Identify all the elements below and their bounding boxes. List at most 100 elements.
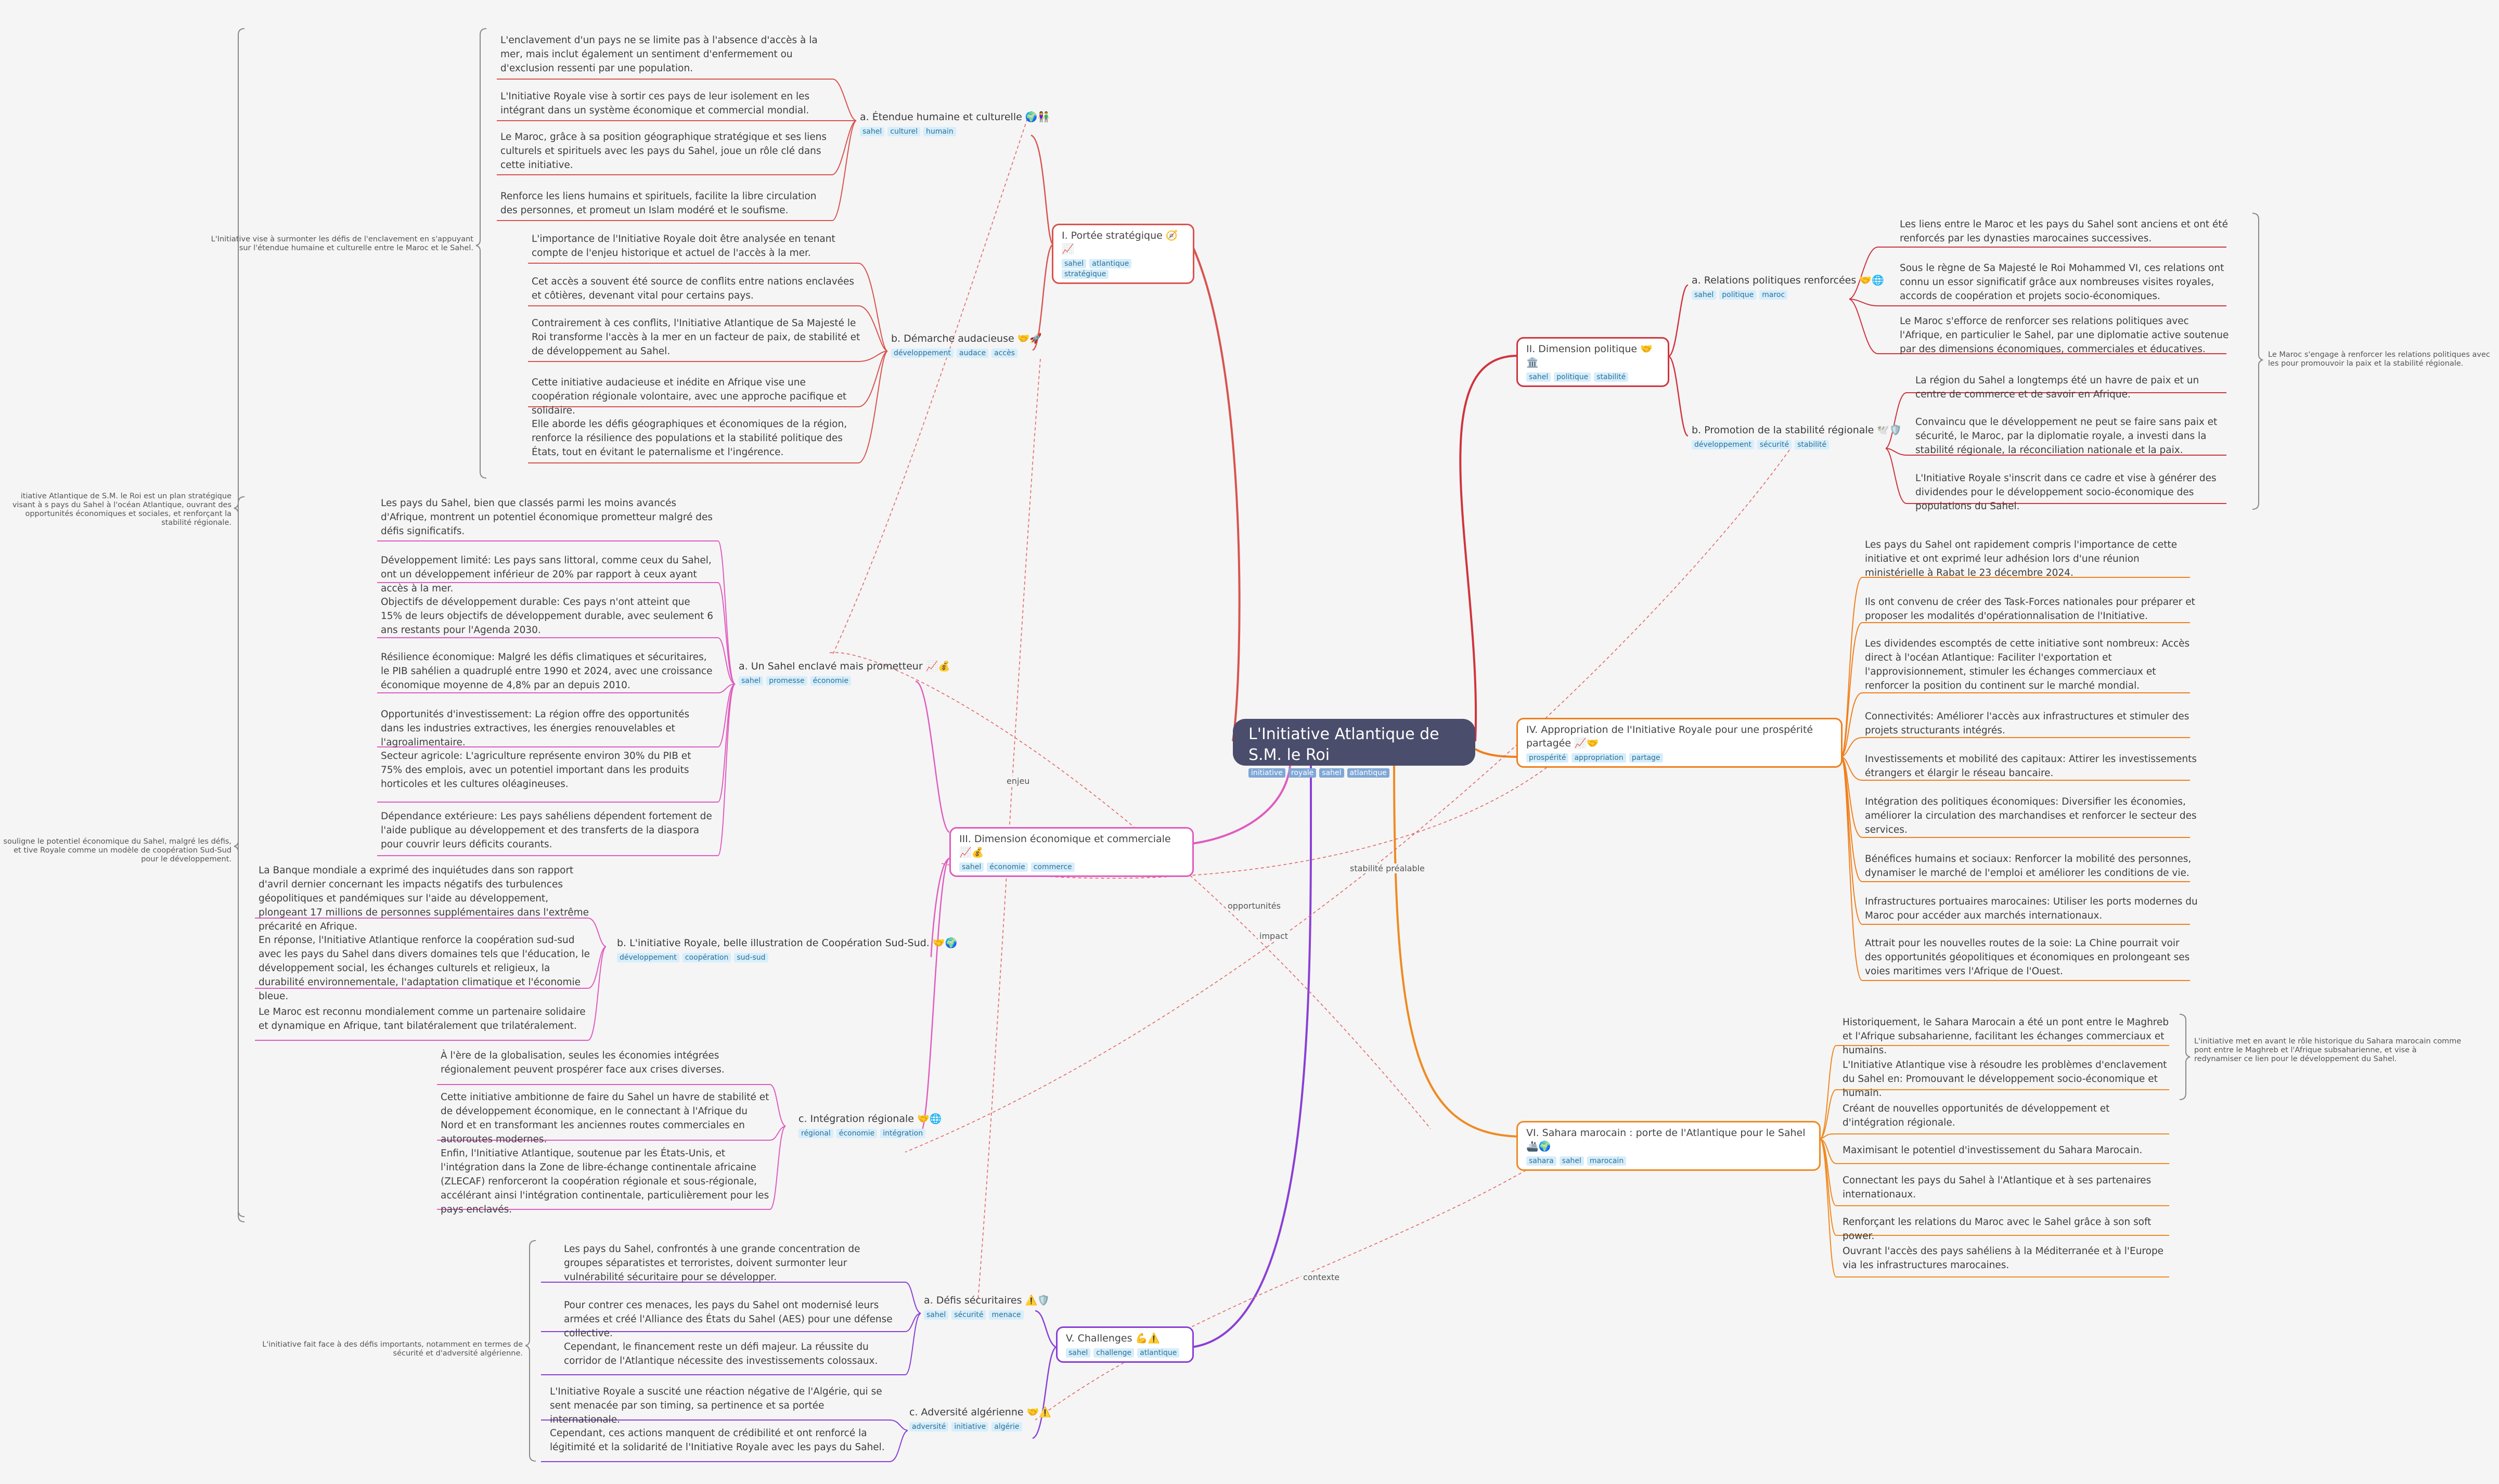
leaf: L'importance de l'Initiative Royale doit… <box>532 234 835 259</box>
leaf: Le Maroc, grâce à sa position géographiq… <box>500 132 827 171</box>
tag: royale <box>1288 768 1317 778</box>
leaf: Connectant les pays du Sahel à l'Atlanti… <box>1843 1175 2152 1200</box>
leaf: Sous le règne de Sa Majesté le Roi Moham… <box>1900 263 2224 302</box>
summary-b1: L'Initiative vise à surmonter les défis … <box>211 235 473 252</box>
topic-relations-politiques[interactable]: a. Relations politiques renforcées 🤝🌐 sa… <box>1692 274 1884 300</box>
leaf: L'Initiative Royale vise à sortir ces pa… <box>500 91 810 116</box>
topic-stabilite-regionale[interactable]: b. Promotion de la stabilité régionale 🕊… <box>1692 423 1902 449</box>
leaf: Pour contrer ces menaces, les pays du Sa… <box>564 1300 893 1339</box>
leaf: Bénéfices humains et sociaux: Renforcer … <box>1865 854 2192 879</box>
summary-b2: Le Maroc s'engage à renforcer les relati… <box>2268 351 2490 368</box>
leaf: L'Initiative Atlantique vise à résoudre … <box>1843 1060 2167 1099</box>
tag: commerce <box>1030 862 1075 872</box>
tag: coopération <box>682 953 731 962</box>
tag: économie <box>836 1129 878 1138</box>
topic-cooperation-sud-sud[interactable]: b. L'initiative Royale, belle illustrati… <box>617 936 957 962</box>
topic-title: a. Étendue humaine et culturelle 🌍👫 <box>860 111 1050 123</box>
leaf: Développement limité: Les pays sans litt… <box>381 555 712 594</box>
leaf: Renforçant les relations du Maroc avec l… <box>1843 1217 2152 1242</box>
tag: sahel <box>860 127 885 136</box>
tag: appropriation <box>1571 753 1626 763</box>
leaf: Intégration des politiques économiques: … <box>1865 796 2197 835</box>
branch-sahara-marocain[interactable]: VI. Sahara marocain : porte de l'Atlanti… <box>1516 1121 1821 1171</box>
leaf: Cependant, ces actions manquent de crédi… <box>550 1428 885 1453</box>
tag: algérie <box>991 1422 1022 1431</box>
leaf: Cette initiative ambitionne de faire du … <box>441 1092 769 1145</box>
tag: sahel <box>1692 290 1717 300</box>
leaf: Connectivités: Améliorer l'accès aux inf… <box>1865 711 2189 736</box>
tag: sahel <box>1559 1156 1584 1166</box>
leaf: Investissements et mobilité des capitaux… <box>1865 754 2197 779</box>
branch-appropriation[interactable]: IV. Appropriation de l'Initiative Royale… <box>1516 718 1843 768</box>
tag: prospérité <box>1526 753 1569 763</box>
summary-overall: itiative Atlantique de S.M. le Roi est u… <box>12 492 231 527</box>
leaf: Dépendance extérieure: Les pays sahélien… <box>381 811 712 850</box>
leaf: La région du Sahel a longtemps été un ha… <box>1915 375 2199 400</box>
tag: régional <box>798 1129 833 1138</box>
topic-title: b. L'initiative Royale, belle illustrati… <box>617 937 958 949</box>
tag: politique <box>1719 290 1757 300</box>
branch-title: IV. Appropriation de l'Initiative Royale… <box>1526 724 1813 749</box>
tag: atlantique <box>1137 1348 1180 1358</box>
topic-title: b. Démarche audacieuse 🤝🚀 <box>891 333 1042 344</box>
branch-title: III. Dimension économique et commerciale… <box>959 833 1171 858</box>
tag: sahara <box>1526 1156 1556 1166</box>
leaf: Cette initiative audacieuse et inédite e… <box>532 377 847 416</box>
leaf: Cet accès a souvent été source de confli… <box>532 276 855 301</box>
leaf: Cependant, le financement reste un défi … <box>564 1341 878 1366</box>
tag: promesse <box>766 676 807 686</box>
leaf: Infrastructures portuaires marocaines: U… <box>1865 896 2198 921</box>
leaf: À l'ère de la globalisation, seules les … <box>441 1050 725 1075</box>
leaf: En réponse, l'Initiative Atlantique renf… <box>259 935 590 1002</box>
relation-label-enjeu[interactable]: enjeu <box>1005 776 1032 786</box>
tag: partage <box>1629 753 1663 763</box>
topic-sahel-enclave[interactable]: a. Un Sahel enclavé mais prometteur 📈💰 s… <box>739 660 950 686</box>
topic-title: a. Un Sahel enclavé mais prometteur 📈💰 <box>739 661 950 672</box>
root-node[interactable]: L'Initiative Atlantique de S.M. le Roi i… <box>1233 719 1475 778</box>
relation-label-contexte[interactable]: contexte <box>1302 1272 1342 1282</box>
tag: économie <box>810 676 852 686</box>
tag: atlantique <box>1347 768 1389 778</box>
topic-etendue-humaine[interactable]: a. Étendue humaine et culturelle 🌍👫 sahe… <box>860 110 1050 136</box>
leaf: Opportunités d'investissement: La région… <box>381 709 690 748</box>
leaf: Contrairement à ces conflits, l'Initiati… <box>532 318 860 357</box>
tag: adversité <box>909 1422 949 1431</box>
topic-title: c. Intégration régionale 🤝🌐 <box>798 1113 942 1125</box>
tag: sécurité <box>951 1310 986 1320</box>
tag: sahel <box>1066 1348 1091 1358</box>
relation-label-impact[interactable]: impact <box>1258 931 1290 941</box>
leaf: Les pays du Sahel, bien que classés parm… <box>381 498 713 537</box>
tag: sahel <box>1526 372 1551 382</box>
leaf: L'enclavement d'un pays ne se limite pas… <box>500 35 818 74</box>
leaf: Les liens entre le Maroc et les pays du … <box>1900 219 2229 244</box>
tag: challenge <box>1093 1348 1135 1358</box>
branch-title: I. Portée stratégique 🧭📈 <box>1062 230 1178 255</box>
topic-title: a. Relations politiques renforcées 🤝🌐 <box>1692 275 1884 286</box>
leaf: Convaincu que le développement ne peut s… <box>1915 417 2218 456</box>
branch-dimension-economique[interactable]: III. Dimension économique et commerciale… <box>949 827 1194 877</box>
leaf: Le Maroc s'efforce de renforcer ses rela… <box>1900 316 2229 355</box>
leaf: Les pays du Sahel, confrontés à une gran… <box>564 1244 860 1283</box>
relation-label-stabilite[interactable]: stabilité préalable <box>1348 863 1426 873</box>
leaf: Elle aborde les défis géographiques et é… <box>532 419 847 458</box>
tag: atlantique <box>1089 259 1132 268</box>
relation-label-opportunites[interactable]: opportunités <box>1226 901 1282 911</box>
tag: initiative <box>1248 768 1285 778</box>
topic-title: a. Défis sécuritaires ⚠️🛡️ <box>924 1295 1050 1306</box>
leaf: Les dividendes escomptés de cette initia… <box>1865 638 2190 691</box>
tag: audace <box>956 349 989 358</box>
root-title: L'Initiative Atlantique de S.M. le Roi <box>1248 725 1439 764</box>
tag: accès <box>991 349 1017 358</box>
leaf: La Banque mondiale a exprimé des inquiét… <box>259 865 589 932</box>
tag: sécurité <box>1757 440 1792 449</box>
branch-title: II. Dimension politique 🤝🏛️ <box>1526 343 1653 368</box>
leaf: Maximisant le potentiel d'investissement… <box>1843 1145 2143 1156</box>
